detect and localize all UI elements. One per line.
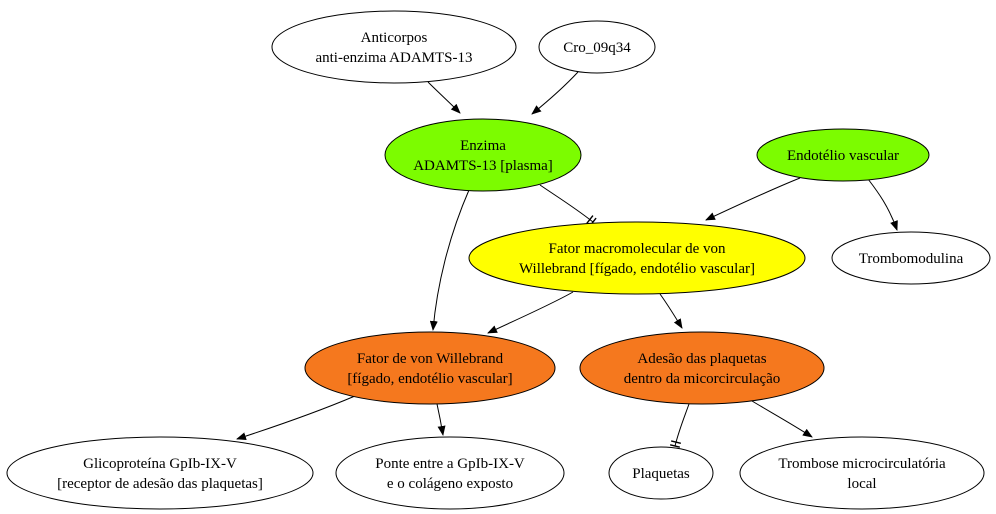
edge-endotelio-fator-macro — [705, 177, 801, 221]
node-ellipse — [739, 436, 985, 510]
edge-enzima-fator-macro — [539, 184, 594, 223]
node-label-line: Fator de von Willebrand — [357, 351, 504, 367]
edge-fator-vw-ponte — [436, 403, 446, 436]
edge-fator-macro-adesao — [659, 293, 683, 329]
node-endotelio: Endotélio vascular — [756, 128, 930, 182]
node-label-line: Trombose microcirculatória — [778, 456, 946, 472]
edge-fator-macro-fator-vw — [487, 291, 574, 334]
node-label-line: Anticorpos — [361, 30, 428, 46]
node-label-line: Glicoproteína GpIb-IX-V — [83, 456, 237, 472]
node-label-line: Willebrand [fígado, endotélio vascular] — [519, 261, 755, 277]
edge-enzima-fator-vw — [429, 189, 470, 331]
node-label-line: dentro da micorcirculação — [624, 371, 781, 387]
node-ellipse — [335, 436, 565, 510]
node-ellipse — [6, 436, 314, 510]
node-trombose: Trombose microcirculatória local — [739, 436, 985, 510]
tee-mark — [586, 215, 594, 224]
node-label-line: e o colágeno exposto — [387, 476, 513, 492]
node-label-line: anti-enzima ADAMTS-13 — [315, 50, 472, 66]
node-glicoproteina: Glicoproteína GpIb-IX-V [receptor de ades… — [6, 436, 314, 510]
tee-mark — [669, 444, 681, 448]
node-label-line: Cro_09q34 — [563, 40, 631, 56]
node-label-line: Enzima — [460, 138, 506, 154]
edge-endotelio-trombomodulina — [867, 178, 898, 231]
node-ellipse — [608, 446, 714, 500]
node-trombomodulina: Trombomodulina — [831, 231, 991, 285]
node-fator-vw: Fator de von Willebrand [fígado, endotéli… — [304, 331, 556, 405]
node-label-line: ADAMTS-13 [plasma] — [413, 158, 553, 174]
node-label-line: [fígado, endotélio vascular] — [347, 371, 512, 387]
node-ellipse — [271, 10, 517, 84]
node-label-line: Adesão das plaquetas — [637, 351, 766, 367]
node-label-line: [receptor de adesão das plaquetas] — [57, 476, 263, 492]
node-ellipse — [538, 20, 656, 74]
node-label-line: Ponte entre a GpIb-IX-V — [375, 456, 525, 472]
node-ellipse — [304, 331, 556, 405]
node-plaquetas: Plaquetas — [608, 446, 714, 500]
node-label-line: Plaquetas — [632, 466, 690, 482]
node-ellipse — [468, 221, 806, 295]
node-label-line: Endotélio vascular — [787, 148, 899, 164]
node-adesao: Adesão das plaquetas dentro da micorcircu… — [579, 331, 825, 405]
node-cro: Cro_09q34 — [538, 20, 656, 74]
edge-adesao-plaquetas — [674, 403, 690, 447]
node-ellipse — [756, 128, 930, 182]
edge-cro-enzima — [531, 71, 579, 115]
node-anticorpos: Anticorpos anti-enzima ADAMTS-13 — [271, 10, 517, 84]
tee-mark — [670, 440, 682, 445]
edge-adesao-trombose — [751, 400, 813, 438]
node-ellipse — [831, 231, 991, 285]
nodes-layer: Anticorpos anti-enzima ADAMTS-13 Cro_09q34… — [6, 10, 991, 510]
node-ponte: Ponte entre a GpIb-IX-V e o colágeno expo… — [335, 436, 565, 510]
node-label-line: Fator macromolecular de von — [548, 241, 726, 257]
edge-anticorpos-enzima — [427, 81, 461, 114]
node-ellipse — [384, 118, 582, 192]
node-label-line: local — [847, 476, 876, 492]
node-ellipse — [579, 331, 825, 405]
edges-layer — [236, 71, 898, 448]
edge-fator-vw-glicoproteina — [236, 395, 356, 441]
node-label-line: Trombomodulina — [859, 251, 964, 267]
